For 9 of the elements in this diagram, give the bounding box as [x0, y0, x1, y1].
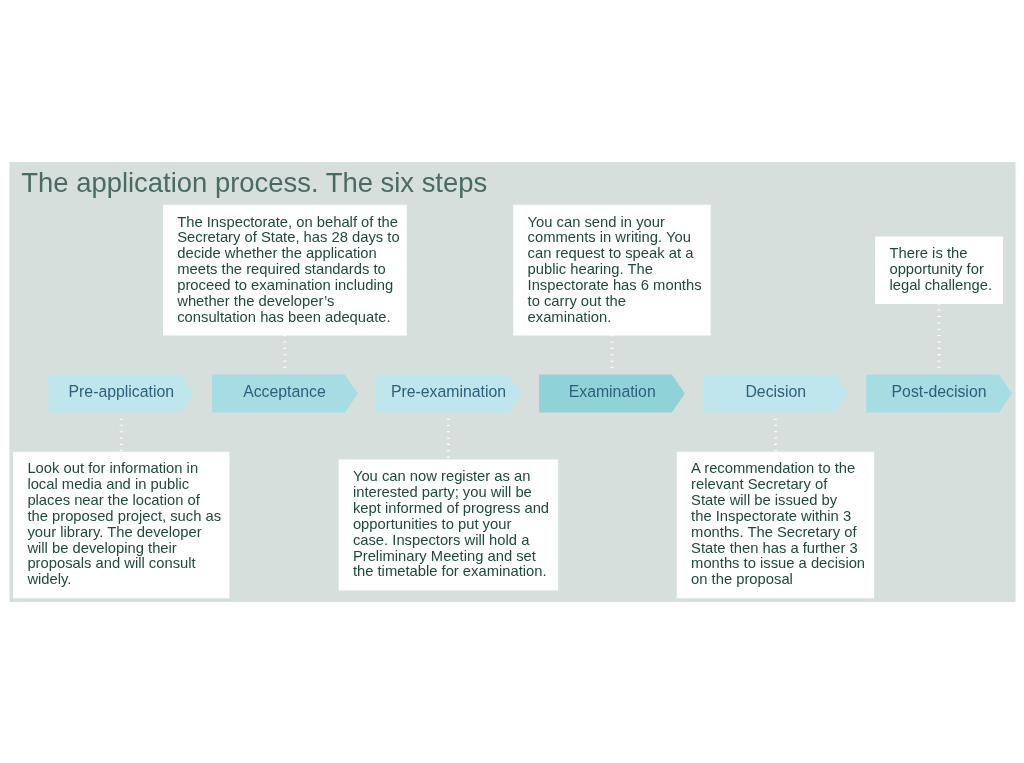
connector [936, 302, 941, 369]
diagram-title: The application process. The six steps [20, 166, 487, 198]
connector [609, 334, 614, 369]
node-box: You can send in your comments in writing. You can request to speak at a public hearing. The Inspectorate has 6 months to carry out the examination. [512, 204, 711, 336]
node-box: The Inspectorate, on behalf of the Secretary of State, has 28 days to decide whether the application meets the required standards to proceed to examination including whether the developer’s consultation has been adequate. [162, 204, 407, 336]
node-box: Look out for information in local media and in public places near the location of the proposed project, such as your library. The developer will be developing their proposals and will consult widely. [12, 451, 229, 598]
node-box: A recommendation to the relevant Secretary of State will be issued by the Inspectorate within 3 months. The Secretary of State then has a further 3 months to issue a decision on the proposal [676, 451, 874, 598]
node-box: There is the opportunity for legal challenge. [874, 235, 1003, 304]
node-box: You can now register as an interested party; you will be kept informed of progress and opportunities to put your case. Inspectors will hold a Preliminary Meeting and set the timetable for examination. [338, 459, 558, 590]
